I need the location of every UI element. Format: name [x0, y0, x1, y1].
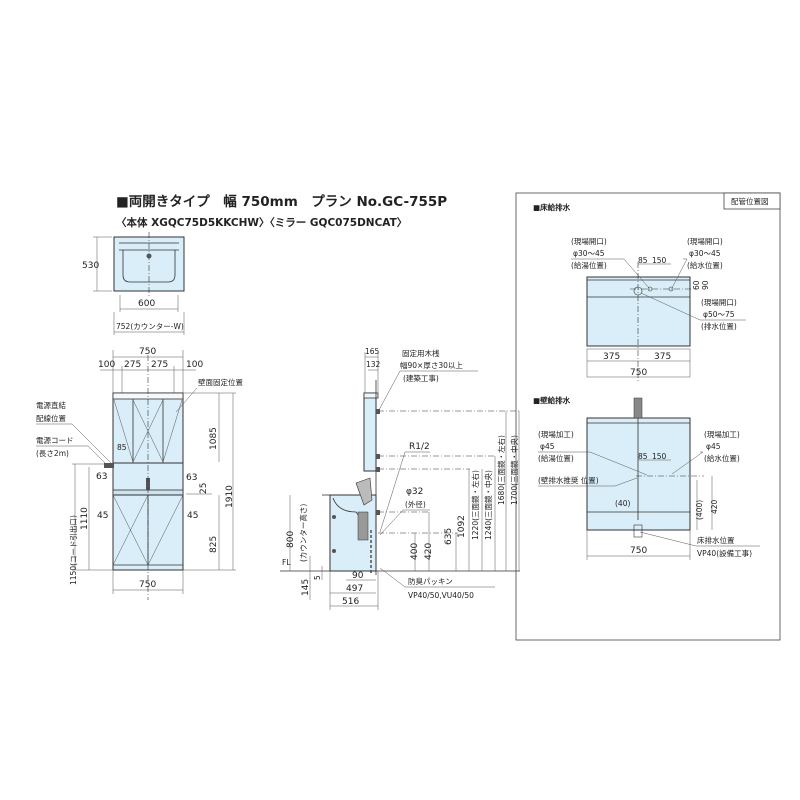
floor-drain-spec-label: VP40(設備工事)	[697, 548, 752, 558]
dim-165: 165	[365, 347, 380, 356]
dim-1910: 1910	[225, 485, 235, 508]
floor-hot-label-3: (給湯位置)	[571, 260, 607, 270]
dim-750-bottom: 750	[139, 580, 156, 590]
dim-825: 825	[209, 536, 219, 553]
piping-tab-label: 配管位置図	[731, 196, 769, 206]
wall-cold-label-3: (給水位置)	[704, 453, 740, 463]
wall-fix-label: 壁面固定位置	[198, 377, 243, 387]
front-view: 750 100 275 275 100 壁面固定位置 1085 25 825 1…	[36, 347, 243, 600]
dim-5: 5	[313, 575, 322, 580]
dim-1240: 1240(三面鏡・中央)	[483, 470, 493, 540]
floor-drain-label-3: (排水位置)	[701, 321, 737, 331]
r12-label: R1/2	[409, 442, 430, 452]
batten-label-3: (建築工事)	[403, 373, 439, 383]
dim-800: 800	[286, 531, 296, 548]
floor-dim-90: 90	[701, 280, 710, 290]
wall-hot-label-1: (現場加工)	[538, 429, 574, 439]
dim-45-left: 45	[97, 511, 108, 521]
dim-132: 132	[366, 360, 381, 369]
counter-height-label: (カウンター高さ)	[298, 504, 308, 562]
wall-piping-heading: ■壁給排水	[533, 395, 571, 405]
power-cord-label-2: (長さ2m)	[36, 449, 69, 458]
top-view: 530 600 752(カウンター-W)	[82, 232, 185, 335]
dim-600: 600	[138, 299, 155, 309]
dim-63-right: 63	[186, 473, 197, 483]
phi32-label: φ32	[406, 487, 423, 497]
dim-1680: 1680(三面鏡・左右)	[496, 435, 506, 505]
floor-dim-150: 150	[652, 256, 667, 265]
dim-635: 635	[444, 528, 454, 545]
floor-cold-label-1: (現場開口)	[687, 236, 723, 246]
dim-63-left: 63	[96, 472, 107, 482]
floor-drain-pos-label: 床排水位置	[697, 535, 735, 545]
dim-100-right: 100	[186, 360, 203, 370]
dim-497: 497	[346, 584, 363, 594]
wall-hot-label-3: (給湯位置)	[538, 453, 574, 463]
wall-hot-label-2: φ45	[540, 442, 555, 451]
dim-25: 25	[199, 483, 209, 494]
floor-drain-label-2: φ50〜75	[703, 310, 735, 319]
dim-1220: 1220(三面鏡・左右)	[470, 470, 480, 540]
floor-cold-label-3: (給水位置)	[687, 260, 723, 270]
dim-85: 85	[117, 443, 127, 452]
dim-1110: 1110	[80, 507, 90, 530]
side-view: 165 132 固定用木桟 幅90×厚さ30以上 (建築工事) R1/2 φ32…	[280, 347, 520, 610]
dim-750-top: 750	[139, 347, 156, 357]
dim-530: 530	[82, 261, 99, 271]
batten-label-1: 固定用木桟	[402, 348, 440, 358]
power-direct-label-2: 配線位置	[36, 413, 66, 423]
floor-dim-60: 60	[692, 280, 701, 290]
floor-hot-label-2: φ30〜45	[573, 249, 605, 258]
wall-dim-85: 85	[638, 452, 648, 461]
floor-cold-label-2: φ30〜45	[689, 249, 721, 258]
packing-label: 防臭パッキン	[408, 576, 453, 586]
wall-dim-420: 420	[710, 499, 719, 514]
model-subtitle: 〈本体 XGQC75D5KKCHW〉〈ミラー GQC075DNCAT〉	[116, 216, 407, 229]
dim-1085: 1085	[209, 427, 219, 450]
wall-cold-label-1: (現場加工)	[704, 429, 740, 439]
fl-label: FL	[282, 558, 291, 567]
pipe-spec-label: VP40/50,VU40/50	[408, 591, 474, 600]
floor-dim-375-left: 375	[603, 352, 620, 362]
floor-dim-85: 85	[638, 256, 648, 265]
dim-100-left: 100	[98, 360, 115, 370]
wall-dim-150: 150	[652, 452, 667, 461]
wall-dim-400: (400)	[695, 500, 704, 520]
outer-diameter-label: (外径)	[405, 499, 426, 509]
dim-1092: 1092	[457, 515, 467, 538]
wall-drain-recommend-label: (壁排水推奨 位置)	[538, 475, 599, 485]
dim-752: 752(カウンター-W)	[116, 322, 184, 331]
floor-drain-label-1: (現場開口)	[701, 297, 737, 307]
plan-title: ■両開きタイプ 幅 750mm プラン No.GC-755P	[116, 193, 447, 210]
dim-275-left: 275	[124, 360, 141, 370]
dim-1150-cord: 1150(コード引出口)	[68, 515, 78, 585]
piping-panel: 配管位置図 ■床給排水 85 150 60 90 (現場開口) φ30〜45 (…	[515, 192, 781, 641]
floor-piping-heading: ■床給排水	[533, 202, 571, 212]
dim-145: 145	[301, 579, 311, 596]
batten-label-2: 幅90×厚さ30以上	[400, 360, 463, 370]
floor-dim-375-right: 375	[654, 352, 671, 362]
wall-cold-label-2: φ45	[706, 442, 721, 451]
dim-45-right: 45	[187, 511, 198, 521]
power-cord-label-1: 電源コード	[36, 436, 74, 445]
dim-516: 516	[342, 597, 359, 607]
wall-dim-40: (40)	[615, 499, 630, 508]
wall-dim-750: 750	[630, 546, 647, 556]
dim-275-right: 275	[151, 360, 168, 370]
dim-400: 400	[410, 543, 420, 560]
dim-1700: 1700(三面鏡・中央)	[509, 435, 519, 505]
floor-dim-750: 750	[630, 368, 647, 378]
power-direct-label-1: 電源直結	[36, 400, 66, 410]
floor-hot-label-1: (現場開口)	[571, 236, 607, 246]
dim-420: 420	[424, 543, 434, 560]
dim-90: 90	[352, 571, 364, 581]
